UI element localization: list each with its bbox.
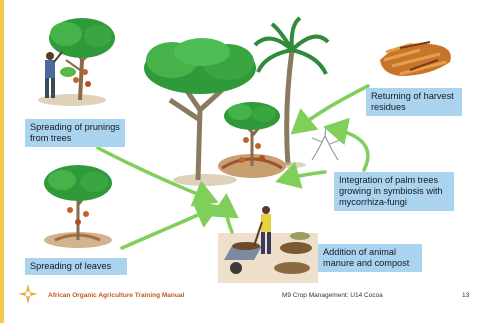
label-prunings: Spreading of prunings from trees bbox=[25, 119, 125, 147]
palm-tree-illustration bbox=[253, 16, 330, 168]
label-palm: Integration of palm trees growing in sym… bbox=[334, 172, 454, 211]
label-leaves: Spreading of leaves bbox=[25, 258, 127, 275]
central-cocoa-tree-illustration bbox=[218, 102, 286, 178]
cocoa-tree-illustration bbox=[44, 165, 112, 248]
farmer-pruning-illustration bbox=[38, 18, 115, 106]
accent-bar bbox=[0, 0, 4, 323]
large-shade-tree-illustration bbox=[144, 38, 256, 186]
farmer-wheelbarrow-illustration bbox=[218, 206, 318, 283]
footer-manual-title: African Organic Agriculture Training Man… bbox=[48, 292, 185, 299]
arrow-from-palm bbox=[275, 161, 327, 189]
arrow-from-prunings bbox=[96, 146, 219, 207]
mycorrhiza-fungi-illustration bbox=[311, 125, 341, 161]
arrow-from-residues bbox=[290, 84, 370, 135]
arrow-from-manure bbox=[210, 193, 239, 234]
arrow-from-leaves bbox=[120, 202, 221, 250]
label-manure: Addition of animal manure and compost bbox=[318, 244, 422, 272]
arrow-loop-palm bbox=[323, 117, 370, 172]
harvest-residues-illustration bbox=[380, 41, 451, 76]
label-residues: Returning of harvest residues bbox=[366, 88, 462, 116]
footer-module: M9 Crop Management: U14 Cocoa bbox=[282, 292, 383, 299]
page-number: 13 bbox=[462, 292, 470, 299]
logo-icon bbox=[18, 284, 38, 304]
flow-arrows bbox=[96, 84, 370, 250]
